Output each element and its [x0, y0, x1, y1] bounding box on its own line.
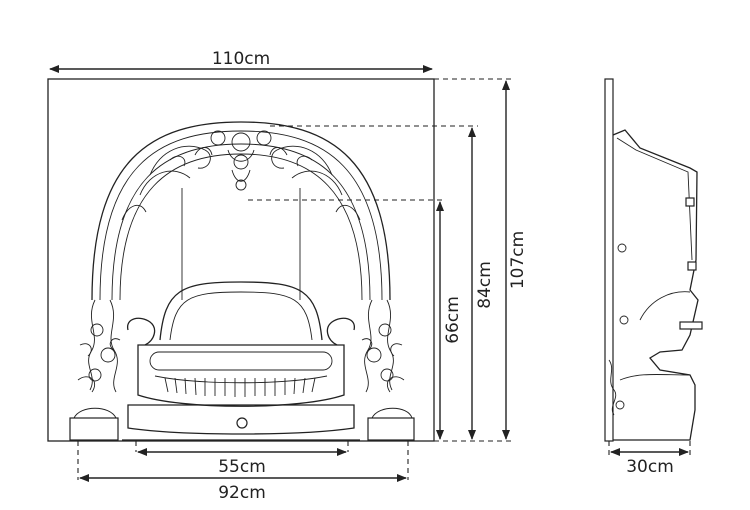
label-grate-width: 55cm [218, 457, 266, 477]
side-profile [612, 129, 699, 441]
grate-fret [137, 344, 345, 407]
ashpan-knob [236, 417, 248, 429]
label-base-width: 92cm [218, 483, 266, 503]
label-opening-height: 66cm [443, 296, 463, 344]
label-overall-height: 107cm [508, 231, 528, 289]
grate-back [159, 281, 323, 341]
left-foliage [77, 299, 121, 393]
side-view [604, 78, 703, 442]
label-overall-width: 110cm [212, 49, 270, 69]
outer-arch [91, 121, 391, 301]
ashpan [127, 404, 355, 435]
front-plate-outline [47, 78, 435, 442]
right-foliage [361, 299, 405, 393]
front-view [47, 78, 435, 442]
grate-bars [154, 375, 328, 397]
right-plinth [367, 417, 415, 441]
label-depth: 30cm [626, 457, 674, 477]
label-arch-height: 84cm [475, 261, 495, 309]
left-plinth [69, 417, 119, 441]
crest-ornament [121, 130, 361, 221]
